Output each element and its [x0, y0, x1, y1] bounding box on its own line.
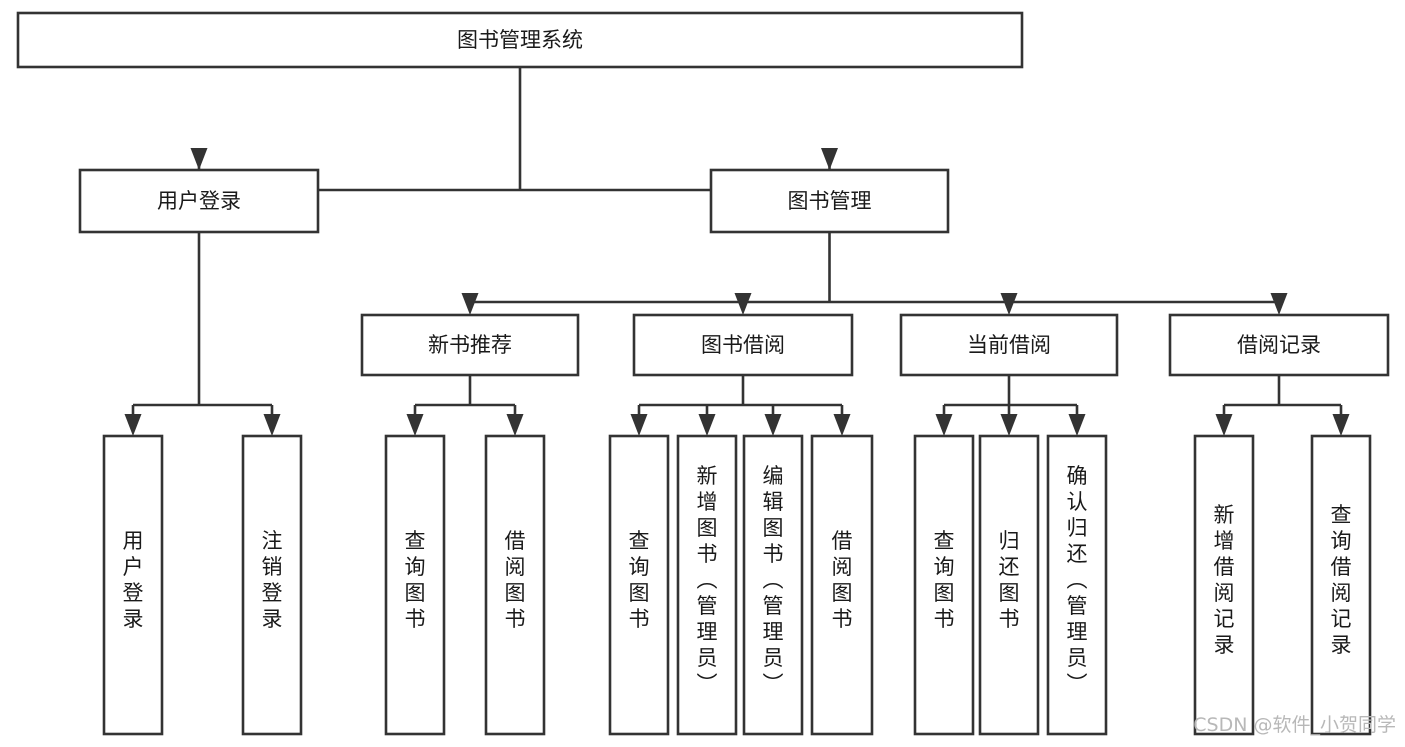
node-box[interactable]	[899, 313, 1119, 377]
node-label: 当前借阅	[967, 333, 1051, 357]
node-label: 图书管理系统	[457, 28, 583, 52]
node-label: 查询图书	[629, 529, 650, 631]
node-leaf-cb-return[interactable]: 归还图书	[978, 434, 1040, 736]
node-label: 注销登录	[262, 529, 283, 631]
node-label: 查询图书	[405, 529, 426, 631]
node-box[interactable]	[16, 11, 1024, 69]
node-new-book-rec[interactable]: 新书推荐	[360, 313, 580, 377]
arrow-head-icon	[1332, 414, 1350, 436]
node-leaf-br-add[interactable]: 新增借阅记录	[1193, 434, 1255, 736]
arrow-head-icon	[124, 414, 142, 436]
arrow-head-icon	[833, 414, 851, 436]
arrow-head-icon	[461, 293, 479, 315]
node-box[interactable]	[742, 434, 804, 736]
arrow-head-icon	[935, 414, 953, 436]
arrow-head-icon	[734, 293, 752, 315]
node-box[interactable]	[484, 434, 546, 736]
node-leaf-cb-query[interactable]: 查询图书	[913, 434, 975, 736]
node-box[interactable]	[978, 434, 1040, 736]
node-label: 查询图书	[934, 529, 955, 631]
node-box[interactable]	[608, 434, 670, 736]
nodes-layer: 图书管理系统用户登录图书管理新书推荐图书借阅当前借阅借阅记录用户登录注销登录查询…	[16, 11, 1390, 736]
node-box[interactable]	[1168, 313, 1390, 377]
arrow-head-icon	[1000, 293, 1018, 315]
node-current-borrow[interactable]: 当前借阅	[899, 313, 1119, 377]
node-box[interactable]	[913, 434, 975, 736]
arrow-head-icon	[1000, 414, 1018, 436]
node-label: 图书借阅	[701, 333, 785, 357]
arrow-head-icon	[764, 414, 782, 436]
node-label: 编辑图书︵管理员︶	[763, 464, 784, 696]
node-leaf-logout[interactable]: 注销登录	[241, 434, 303, 736]
node-box[interactable]	[1046, 434, 1108, 736]
node-label: 用户登录	[123, 529, 144, 631]
arrow-head-icon	[1068, 414, 1086, 436]
node-label: 用户登录	[157, 189, 241, 213]
node-box[interactable]	[632, 313, 854, 377]
node-box[interactable]	[709, 168, 950, 234]
node-leaf-rec-query[interactable]: 查询图书	[384, 434, 446, 736]
node-box[interactable]	[241, 434, 303, 736]
node-book-borrow[interactable]: 图书借阅	[632, 313, 854, 377]
node-label: 新书推荐	[428, 333, 512, 357]
node-borrow-record[interactable]: 借阅记录	[1168, 313, 1390, 377]
arrow-head-icon	[190, 148, 208, 170]
node-leaf-bb-add[interactable]: 新增图书︵管理员︶	[676, 434, 738, 736]
node-leaf-bb-edit[interactable]: 编辑图书︵管理员︶	[742, 434, 804, 736]
node-label: 借阅图书	[505, 529, 526, 631]
node-label: 新增借阅记录	[1214, 503, 1235, 657]
arrow-head-icon	[1215, 414, 1233, 436]
node-label: 归还图书	[999, 529, 1020, 631]
node-label: 确认归还︵管理员︶	[1067, 464, 1088, 696]
arrow-head-icon	[630, 414, 648, 436]
node-user-login[interactable]: 用户登录	[78, 168, 320, 234]
arrow-head-icon	[406, 414, 424, 436]
node-leaf-bb-query[interactable]: 查询图书	[608, 434, 670, 736]
arrow-head-icon	[263, 414, 281, 436]
edge-group-book-manage	[461, 232, 1288, 315]
csdn-watermark: CSDN @软件_小贺同学	[1193, 714, 1396, 736]
node-label: 查询借阅记录	[1331, 503, 1352, 657]
node-label: 借阅图书	[832, 529, 853, 631]
edge-group-book-borrow	[630, 375, 851, 436]
node-box[interactable]	[384, 434, 446, 736]
edge-group-current-borrow	[935, 375, 1086, 436]
node-label: 图书管理	[788, 189, 872, 213]
edge-group-borrow-record	[1215, 375, 1350, 436]
arrow-head-icon	[506, 414, 524, 436]
node-label: 新增图书︵管理员︶	[697, 464, 718, 696]
node-root[interactable]: 图书管理系统	[16, 11, 1024, 69]
arrow-head-icon	[821, 148, 838, 170]
edge-group-user-login	[124, 232, 281, 436]
node-box[interactable]	[1193, 434, 1255, 736]
node-leaf-bb-borrow[interactable]: 借阅图书	[810, 434, 874, 736]
node-box[interactable]	[1310, 434, 1372, 736]
node-leaf-user-login[interactable]: 用户登录	[102, 434, 164, 736]
node-leaf-cb-confirm[interactable]: 确认归还︵管理员︶	[1046, 434, 1108, 736]
node-box[interactable]	[360, 313, 580, 377]
node-book-manage[interactable]: 图书管理	[709, 168, 950, 234]
node-box[interactable]	[676, 434, 738, 736]
node-leaf-rec-borrow[interactable]: 借阅图书	[484, 434, 546, 736]
node-label: 借阅记录	[1237, 333, 1321, 357]
node-box[interactable]	[78, 168, 320, 234]
node-box[interactable]	[102, 434, 164, 736]
connectors-layer	[124, 67, 1350, 436]
arrow-head-icon	[698, 414, 716, 436]
edge-group-new-book-rec	[406, 375, 524, 436]
arrow-head-icon	[1270, 293, 1288, 315]
node-leaf-br-query[interactable]: 查询借阅记录	[1310, 434, 1372, 736]
node-box[interactable]	[810, 434, 874, 736]
